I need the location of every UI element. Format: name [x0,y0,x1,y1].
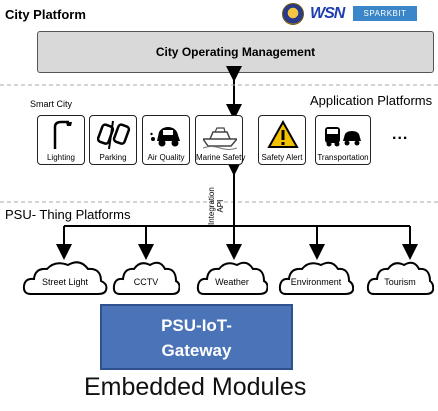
app-safety-alert: Safety Alert [258,115,306,165]
thing-cctv: CCTV [112,257,180,297]
city-platform-label: City Platform [5,7,86,22]
app-marine-safety: Marine Safety [195,115,245,165]
thing-tourism: Tourism [366,257,434,297]
wsn-logo: WSN [310,5,345,22]
embedded-modules-label: Embedded Modules [84,373,307,401]
smart-city-label: Smart City [30,99,73,109]
university-seal-logo [282,3,304,25]
com-label: City Operating Management [155,45,316,59]
application-platforms-label: Application Platforms [310,93,433,108]
gateway-line-2: Gateway [161,341,232,360]
app-parking: Parking [89,115,137,165]
app-air-quality: Air Quality [142,115,190,165]
integration-api-label: Integration API [207,187,225,225]
cloud-icon [196,261,268,295]
thing-environment: Environment [278,257,354,297]
car-emission-icon [150,127,180,147]
psu-iot-gateway-box: PSU-IoT- Gateway [100,304,293,370]
more-apps-ellipsis: ... [392,126,409,143]
thing-weather: Weather [196,257,268,297]
cloud-icon [278,261,354,295]
cloud-icon [22,261,108,295]
bus-car-icon [325,127,361,147]
cloud-icon [112,261,180,295]
sparkbit-logo: SPARKBIT [353,6,417,21]
boat-icon [203,127,237,150]
app-lighting: Lighting [37,115,85,165]
gateway-line-1: PSU-IoT- [161,316,232,335]
app-transportation: Transportation [315,115,371,165]
parking-icon [97,120,131,150]
psu-thing-platforms-label: PSU- Thing Platforms [5,207,131,222]
cloud-icon [366,261,434,295]
thing-street-light: Street Light [22,257,108,297]
warning-icon [267,119,299,148]
street-lamp-icon [53,120,72,149]
